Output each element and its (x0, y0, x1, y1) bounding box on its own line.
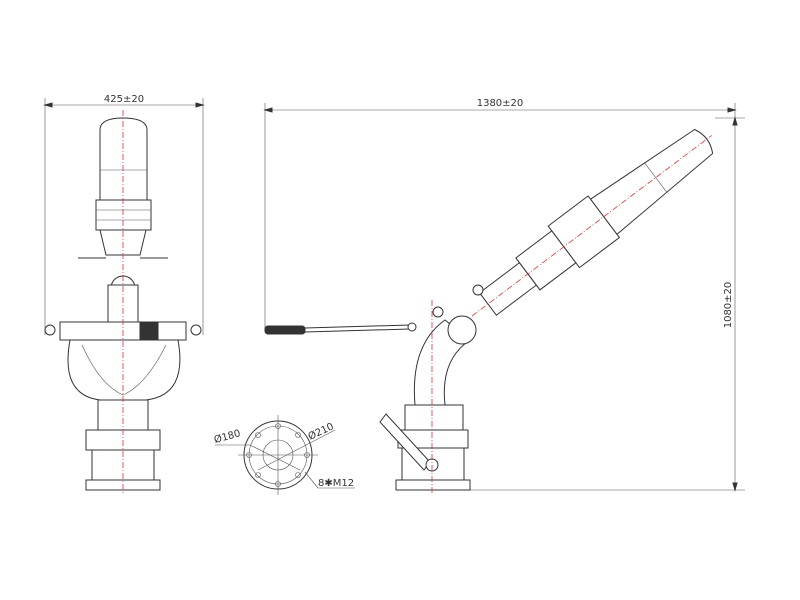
bolt-spec-label: 8✱M12 (318, 478, 354, 489)
side-body (379, 284, 484, 495)
length-dimension-label: 1380±20 (477, 98, 524, 109)
height-dimension-label: 1080±20 (723, 282, 734, 329)
width-dimension: 425±20 (43, 94, 205, 335)
width-dimension-label: 425±20 (104, 94, 144, 105)
handle-bar (264, 322, 417, 335)
bolt-holes (246, 423, 310, 487)
length-dimension: 1380±20 (263, 98, 737, 330)
outer-diameter-label: Ø210 (306, 420, 336, 442)
front-view: 425±20 (43, 94, 205, 495)
inner-diameter-label: Ø180 (213, 427, 242, 446)
height-dimension: 1080±20 (470, 116, 745, 492)
side-view: 1380±20 1080±20 (263, 98, 745, 495)
flange-view: Ø180 Ø210 8✱M12 (213, 415, 355, 495)
side-nozzle (471, 128, 714, 317)
